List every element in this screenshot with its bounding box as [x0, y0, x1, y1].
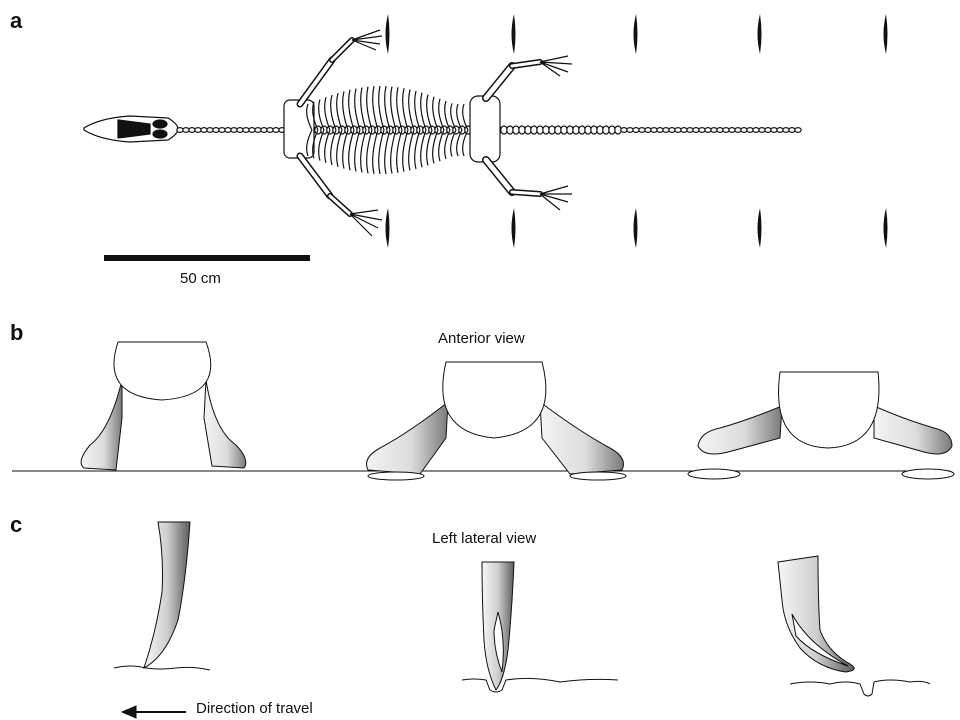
- claw-track-mark: [386, 14, 390, 54]
- rib: [403, 130, 408, 172]
- rib: [385, 130, 390, 174]
- semi-erect-posture-figure: [367, 362, 627, 480]
- skull: [84, 116, 178, 142]
- pelvic-girdle: [470, 96, 500, 162]
- claw-track-mark: [884, 14, 888, 54]
- rib: [379, 130, 384, 174]
- hind-right-limb: [486, 160, 572, 210]
- claw-drag-figure: [114, 522, 210, 670]
- claw-track-mark: [512, 14, 516, 54]
- rib: [415, 130, 420, 169]
- rib: [325, 130, 330, 163]
- rib: [397, 130, 402, 173]
- rib: [355, 130, 360, 171]
- rib: [355, 89, 360, 130]
- rib: [349, 130, 354, 170]
- rib: [349, 90, 354, 130]
- front-right-limb: [300, 156, 382, 236]
- claw-scratch-figure: [778, 556, 930, 696]
- rib: [439, 130, 444, 161]
- direction-arrow: [122, 706, 186, 718]
- rib: [343, 91, 348, 130]
- ground-profile-2: [462, 678, 618, 692]
- rib: [331, 95, 336, 130]
- rib: [373, 130, 378, 174]
- sprawling-posture-figure: [688, 372, 954, 479]
- rib: [439, 99, 444, 130]
- rib: [391, 87, 396, 130]
- rib: [325, 97, 330, 130]
- rib: [433, 130, 438, 163]
- rib: [391, 130, 396, 173]
- rib: [319, 99, 324, 130]
- anterior-view-figures: [12, 342, 954, 480]
- rib: [331, 130, 336, 165]
- rib: [367, 130, 372, 173]
- claw-track-mark: [758, 208, 762, 248]
- rib: [427, 95, 432, 130]
- rib: [421, 130, 426, 167]
- rib: [385, 86, 390, 130]
- front-left-limb: [300, 30, 382, 104]
- erect-posture-figure: [81, 342, 246, 470]
- rib: [403, 88, 408, 130]
- rib: [319, 130, 324, 161]
- rib: [433, 97, 438, 130]
- claw-track-mark: [634, 14, 638, 54]
- rib: [373, 86, 378, 130]
- ground-profile-3: [790, 680, 930, 696]
- rib: [367, 87, 372, 130]
- rib: [379, 86, 384, 130]
- rib: [409, 130, 414, 171]
- rib: [409, 89, 414, 130]
- rib: [421, 93, 426, 130]
- rib: [415, 91, 420, 130]
- claw-track-mark: [512, 208, 516, 248]
- rib: [361, 130, 366, 173]
- ground-profile-1: [114, 666, 210, 670]
- lateral-view-figures: [114, 522, 930, 696]
- rib: [361, 87, 366, 130]
- rib: [397, 87, 402, 130]
- rib: [337, 130, 342, 167]
- rib: [343, 130, 348, 169]
- claw-track-mark: [884, 208, 888, 248]
- hind-left-limb: [486, 56, 572, 98]
- pectoral-girdle: [284, 100, 314, 158]
- vertebra: [795, 128, 801, 133]
- rib: [337, 93, 342, 130]
- claw-track-mark: [634, 208, 638, 248]
- rib: [427, 130, 432, 165]
- skeleton-top-view: [84, 30, 801, 236]
- claw-track-mark: [386, 208, 390, 248]
- claw-vertical-figure: [462, 562, 618, 692]
- claw-track-mark: [758, 14, 762, 54]
- scale-bar: [104, 255, 310, 261]
